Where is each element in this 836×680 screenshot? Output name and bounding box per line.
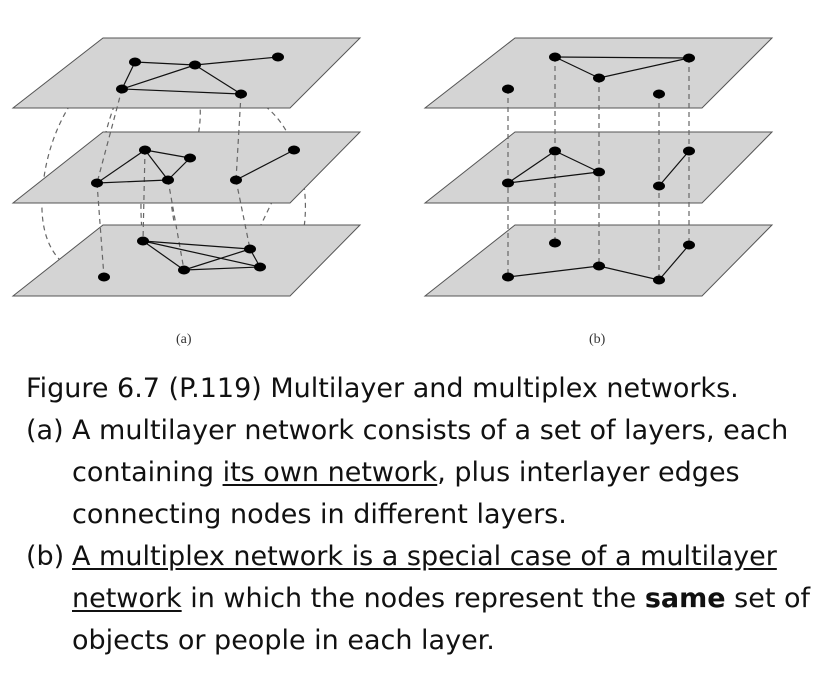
panel-a-bottom-graph [98, 236, 266, 282]
node [137, 236, 149, 246]
node [272, 52, 284, 62]
node [653, 89, 665, 99]
node [254, 262, 266, 272]
node [178, 265, 190, 275]
node [593, 73, 605, 83]
node [162, 175, 174, 185]
node [116, 84, 128, 94]
caption-item-b: (b) A multiplex network is a special cas… [26, 536, 826, 662]
panel-a-top-graph [116, 52, 284, 99]
node [502, 272, 514, 282]
caption-item-a-text-2: , plus interlayer edges connecting nodes… [72, 457, 740, 530]
panel-b-label: (b) [589, 332, 606, 347]
caption-item-a-label: (a) [26, 415, 64, 446]
panel-a-middle-graph [91, 145, 300, 188]
node [683, 146, 695, 156]
node [139, 145, 151, 155]
panel-a-layer-bottom [11, 224, 362, 297]
node [244, 244, 256, 254]
caption-title: Figure 6.7 (P.119) Multilayer and multip… [26, 373, 739, 404]
panel-b-multiplex-network: (b) [423, 37, 774, 347]
node [653, 181, 665, 191]
node [189, 60, 201, 70]
caption-item-a-underlined: its own network [222, 457, 438, 488]
node [593, 167, 605, 177]
node [235, 89, 247, 99]
node [230, 175, 242, 185]
panel-a-label: (a) [176, 332, 192, 347]
node [593, 261, 605, 271]
panel-b-middle-graph [502, 146, 695, 191]
panel-a-layer-middle [11, 131, 362, 204]
caption-item-b-underlined: A multiplex network is a special case of… [72, 541, 777, 614]
node [129, 57, 141, 67]
node [91, 178, 103, 188]
caption-item-b-bold: same [644, 583, 726, 614]
node [549, 146, 561, 156]
node [549, 238, 561, 248]
panel-a-multilayer-network: (a) [11, 37, 362, 347]
figure-caption: Figure 6.7 (P.119) Multilayer and multip… [26, 368, 826, 662]
node [683, 240, 695, 250]
panel-a-layer-top [11, 37, 362, 109]
node [549, 52, 561, 62]
node [184, 153, 196, 163]
caption-item-a-text-1: A multilayer network consists of a set o… [72, 415, 789, 488]
panel-a-interlayer-edges-front [96, 88, 251, 278]
caption-item-b-label: (b) [26, 541, 65, 572]
node [683, 53, 695, 63]
node [653, 275, 665, 285]
caption-item-b-text-2: set of objects or people in each layer. [72, 583, 811, 656]
node [502, 84, 514, 94]
caption-item-a: (a) A multilayer network consists of a s… [26, 410, 826, 536]
node [98, 272, 110, 282]
node [288, 145, 300, 155]
caption-item-b-text-1: in which the nodes represent the [181, 583, 645, 614]
node [502, 178, 514, 188]
multilayer-network-figure: (a) [11, 37, 774, 347]
panel-b-top-graph [502, 52, 695, 99]
panel-b-bottom-graph [502, 238, 695, 285]
